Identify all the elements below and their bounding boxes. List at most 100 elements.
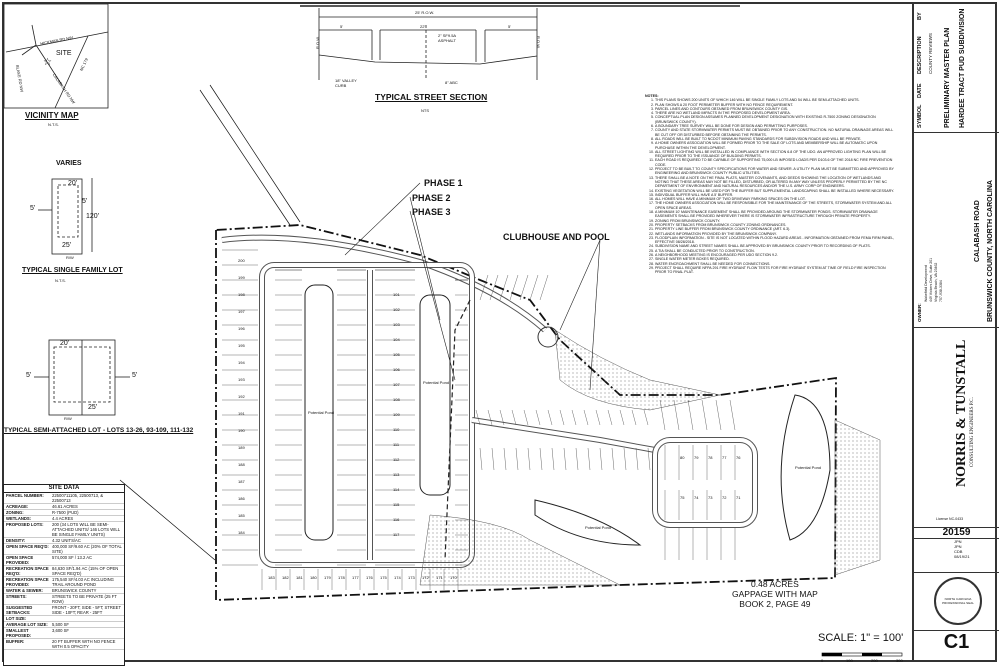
note-item: CONCEPTUAL PLAN DESIGN ASSUMES PLANNED D… (655, 115, 895, 124)
clubhouse-label: CLUBHOUSE AND POOL (503, 232, 610, 242)
pond-label: Potential Pond (423, 380, 450, 385)
scale-tick: 200 (871, 658, 878, 663)
owner-line: Virginia Beach, VA 23462 (934, 262, 938, 302)
single-lot-scale: N.T.S. (55, 278, 66, 283)
site-data-row: SMALLEST PROPOSED: 3,600 SF (4, 628, 124, 639)
title-block: SYMBOL DATE DESCRIPTION BY COUNTY REVIEW… (912, 2, 999, 662)
lot-number: 102 (393, 307, 400, 312)
site-data-row: AVERAGE LOT SIZE:5,500 SF (4, 622, 124, 628)
owner-line: 757-938-3384 (939, 280, 943, 302)
lot-number: 192 (238, 394, 245, 399)
lot-number: 176 (366, 575, 373, 580)
note-item: SUBDIVISION NAME AND STREET NAMES SHALL … (655, 244, 895, 248)
lot-number: 111 (393, 442, 400, 447)
rev-header: DATE (917, 83, 923, 98)
lot-number: 194 (238, 360, 245, 365)
gappage-note: 0.48 ACRES GAPPAGE WITH MAP BOOK 2, PAGE… (732, 579, 818, 609)
lot-number: 177 (352, 575, 359, 580)
lot-number: 171 (436, 575, 443, 580)
right-shoulder-dim: 5' (508, 24, 511, 29)
site-data-value: FRONT - 20FT; SIDE - 5FT; STREET SIDE - … (52, 605, 121, 615)
gappage-text: GAPPAGE WITH MAP (732, 589, 818, 599)
street-section-title: TYPICAL STREET SECTION (375, 92, 488, 102)
note-item: ALL ROADS WILL BE BUILT TO NCDOT MINIMUM… (655, 137, 895, 141)
rev-header: DESCRIPTION (917, 36, 923, 74)
lot-depth-dim: 120' (86, 213, 100, 220)
lot-front-dim: 20' (68, 180, 78, 187)
project-block: CALABASH ROAD BRUNSWICK COUNTY, NORTH CA… (914, 132, 999, 328)
semi-rear-dim: 25' (88, 404, 98, 411)
sheet-number: C1 (914, 630, 999, 654)
row-width-dim: 25' R.O.W. (415, 10, 435, 15)
site-data-row: DENSITY: 4.32 UNITS/AC (4, 538, 124, 544)
engineer-block: NORRIS & TUNSTALL CONSULTING ENGINEERS P… (914, 327, 999, 528)
note-item: WETLANDS INFORMATION PROVIDED BY THE BRU… (655, 232, 895, 236)
site-data-row: OPEN SPACE REQ'D:400,000 SF/9.60 AC (20%… (4, 544, 124, 555)
row-left-label: R.O.W. (314, 36, 320, 49)
seal-text: NORTH CAROLINA PROFESSIONAL SEAL (942, 597, 974, 605)
lot-number: 79 (694, 455, 699, 460)
site-data-key: DENSITY: (6, 538, 26, 543)
site-data-key: SMALLEST PROPOSED: (6, 628, 32, 638)
site-data-value: 3,600 SF (52, 628, 69, 633)
note-item: THERE ARE NO WETLAND IMPACTS IN THE PROP… (655, 111, 895, 115)
curb-note: 18" VALLEY CURB (335, 78, 357, 88)
site-data-row: OPEN SPACE PROVIDED:574,000 SF / 13.2 AC (4, 555, 124, 566)
revision-row: COUNTY REVIEWS (928, 33, 933, 74)
site-data-value: 4.32 UNITS/AC (52, 538, 81, 543)
note-item: WATER ENCROACHMENT SHALL BE NEEDED FOR C… (655, 262, 895, 266)
lot-number: 190 (238, 428, 245, 433)
lot-number: 74 (694, 495, 699, 500)
job-info-block: 20159 JPN JPN CDB 08/19/21 (914, 527, 999, 573)
note-item: A TIA SHALL BE CONDUCTED PRIOR TO CONSTR… (655, 249, 895, 253)
lot-number: 185 (238, 513, 245, 518)
lot-number: 189 (238, 445, 245, 450)
note-item: ALL STREET LIGHTING WILL BE INSTALLED IN… (655, 150, 895, 159)
note-item: INDIVIDUAL BUFFER WILL HAVE A 5' BUFFER. (655, 193, 895, 197)
project-name: HARDEE TRACT PUD SUBDIVISION (959, 8, 966, 128)
site-data-key: STREETS: (6, 594, 27, 599)
lot-number: 173 (408, 575, 415, 580)
site-data-row: RECREATION SPACE PROVIDED:175,540 SF/4.0… (4, 577, 124, 588)
lot-number: 178 (338, 575, 345, 580)
project-road: CALABASH ROAD (974, 200, 981, 262)
lot-number: 182 (282, 575, 289, 580)
site-data-row: STREETS:STREETS TO BE PRIVATE (25 FT ROW… (4, 594, 124, 605)
street-section-scale: NTS (421, 108, 429, 113)
scale-tick: 0 (821, 658, 824, 663)
site-data-row: WETLANDS:4.4 ACRES (4, 516, 124, 522)
site-data-key: AVERAGE LOT SIZE: (6, 622, 48, 627)
semi-side-left-dim: 5' (26, 372, 32, 379)
note-item: A HOME OWNERS ASSOCIATION WILL BE FORMED… (655, 141, 895, 150)
lot-rear-dim: 25' (62, 242, 72, 249)
lot-number: 175 (380, 575, 387, 580)
site-data-key: PROPOSED LOTS: (6, 522, 44, 527)
note-item: A MINIMUM 10' MAINTENANCE EASEMENT SHALL… (655, 210, 895, 219)
project-number: 20159 (914, 527, 999, 539)
lot-number: 187 (238, 479, 245, 484)
site-data-value: 46.61 ACRES (52, 504, 78, 509)
site-data-value: R-7500 (PUD) (52, 510, 79, 515)
gappage-book: BOOK 2, PAGE 49 (739, 599, 811, 609)
site-data-value: 200 (34 LOTS WILL BE SEMI-ATTACHED UNITS… (52, 522, 120, 537)
site-data-value: 175,540 SF/4.03 AC INCLUDING TRAIL AROUN… (52, 577, 114, 587)
site-data-row: LOT SIZE: (4, 616, 124, 622)
internal-streets (221, 234, 758, 568)
site-data-row: RECREATION SPACE REQ'D:84,630 SF/1.94 AC… (4, 566, 124, 577)
lot-number: 77 (722, 455, 727, 460)
site-data-key: PARCEL NUMBER: (6, 493, 44, 498)
vicinity-map-title: VICINITY MAP (25, 111, 79, 120)
general-notes: NOTES: THIS PLANS SHOWS 200 UNITS OF WHI… (645, 94, 895, 274)
owner-line: 449 Vickers Drive, Suite 201 (929, 257, 933, 302)
lot-side-left-dim: 5' (30, 205, 36, 212)
lot-number: 188 (238, 462, 245, 467)
site-plan-drawing (3, 3, 903, 657)
note-item: ALL HOMES WILL HAVE A MINIMUM OF TWO DRI… (655, 197, 895, 201)
semi-lot-title: TYPICAL SEMI-ATTACHED LOT - LOTS 13-26, … (4, 427, 194, 434)
site-star-icon: ☆ (43, 57, 52, 68)
note-item: PROPERTY SETBACKS FROM BRUNSWICK COUNTY … (655, 223, 895, 227)
semi-front-dim: 20' (60, 340, 70, 347)
lot-number: 170 (450, 575, 457, 580)
site-data-key: SUGGESTED SETBACKS: (6, 605, 33, 615)
